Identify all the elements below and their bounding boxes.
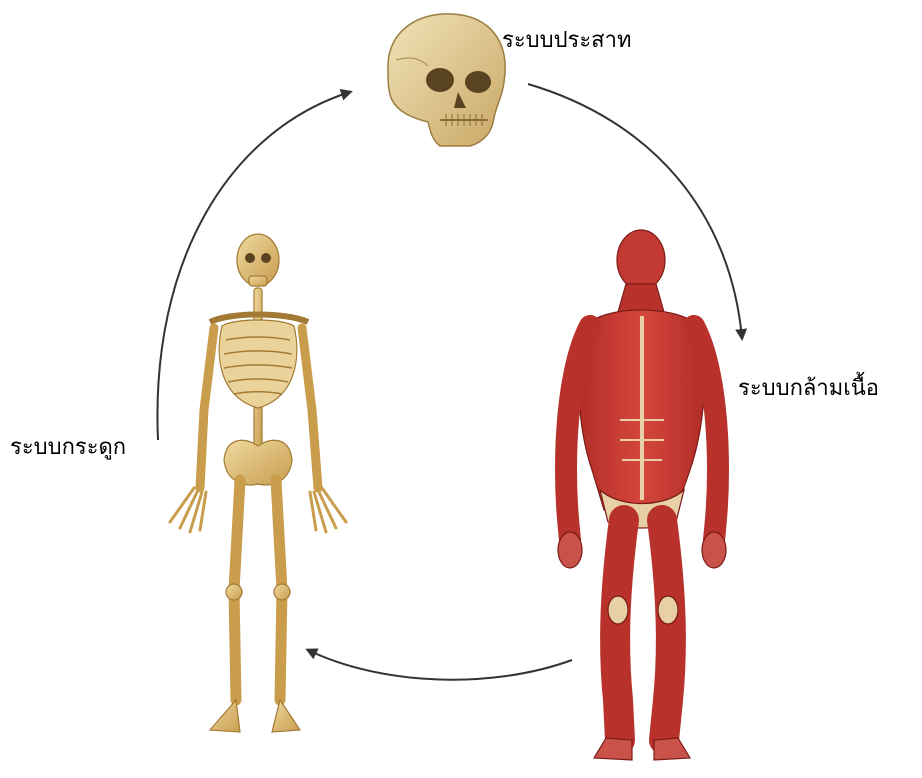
muscle-body-icon (558, 230, 726, 760)
skeleton-icon (170, 234, 346, 732)
skull-icon (388, 14, 505, 146)
muscular-system-label: ระบบกล้ามเนื้อ (738, 378, 879, 400)
nervous-system-label: ระบบประสาท (502, 30, 631, 52)
skeletal-system-label: ระบบกระดูก (10, 437, 126, 459)
arrow-muscular-to-skeletal (308, 650, 572, 680)
